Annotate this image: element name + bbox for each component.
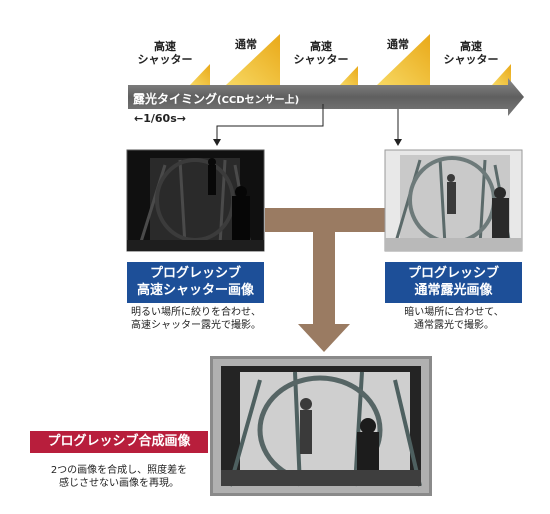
left-image-caption: 明るい場所に絞りを合わせ、 高速シャッター露光で撮影。	[112, 306, 280, 332]
timing-label-high-3: 高速 シャッター	[436, 40, 506, 66]
wedge-high-3	[492, 64, 511, 85]
timing-label-line1: 高速	[310, 40, 332, 53]
timing-label-line1: 通常	[387, 38, 409, 51]
timing-bar-subtitle: (CCDセンサー上)	[217, 95, 300, 106]
composite-image-title: プログレッシブ合成画像	[30, 431, 208, 453]
left-title-line2: 高速シャッター画像	[136, 283, 254, 298]
left-title-line1: プログレッシブ	[149, 266, 241, 281]
left-caption-line2: 高速シャッター露光で撮影。	[131, 320, 261, 331]
right-title-line1: プログレッシブ	[407, 266, 499, 281]
wedge-high-2	[340, 66, 358, 85]
arrow-head-left	[213, 139, 221, 146]
connector-arrowhead	[298, 324, 350, 352]
composite-caption-line1: 2つの画像を合成し、照度差を	[50, 465, 188, 476]
timing-label-high-2: 高速 シャッター	[286, 40, 356, 66]
timing-label-line1: 通常	[235, 38, 257, 51]
period-label: ←1/60s→	[134, 112, 186, 125]
timing-label-high-1: 高速 シャッター	[130, 40, 200, 66]
timing-bar-label: 露光タイミング(CCDセンサー上)	[133, 90, 299, 107]
timing-label-line2: シャッター	[443, 53, 499, 66]
right-title-line2: 通常露光画像	[414, 283, 493, 298]
right-image-caption: 暗い場所に合わせて、 通常露光で撮影。	[378, 306, 530, 332]
timing-label-line2: シャッター	[137, 53, 193, 66]
left-caption-line1: 明るい場所に絞りを合わせ、	[131, 307, 261, 318]
timing-label-normal-1: 通常	[218, 38, 274, 51]
bracket-left	[216, 104, 324, 141]
timing-bar-title: 露光タイミング	[133, 92, 218, 106]
timing-label-line1: 高速	[460, 40, 482, 53]
right-caption-line1: 暗い場所に合わせて、	[404, 307, 504, 318]
right-photo	[384, 149, 523, 252]
composite-image-caption: 2つの画像を合成し、照度差を 感じさせない画像を再現。	[30, 464, 208, 490]
wedge-high-1	[190, 64, 210, 85]
arrow-head-right	[394, 139, 402, 146]
timing-bar	[128, 78, 524, 116]
composite-photo	[210, 356, 432, 496]
wedge-normal-1	[226, 34, 280, 85]
timing-label-normal-2: 通常	[370, 38, 426, 51]
connector-vertical	[313, 208, 335, 326]
left-photo	[126, 149, 265, 252]
right-caption-line2: 通常露光で撮影。	[414, 320, 494, 331]
wedge-normal-2	[377, 34, 430, 85]
right-image-title: プログレッシブ 通常露光画像	[385, 262, 522, 303]
timing-label-line1: 高速	[154, 40, 176, 53]
composite-caption-line2: 感じさせない画像を再現。	[59, 478, 179, 489]
timing-label-line2: シャッター	[293, 53, 349, 66]
left-image-title: プログレッシブ 高速シャッター画像	[127, 262, 264, 303]
